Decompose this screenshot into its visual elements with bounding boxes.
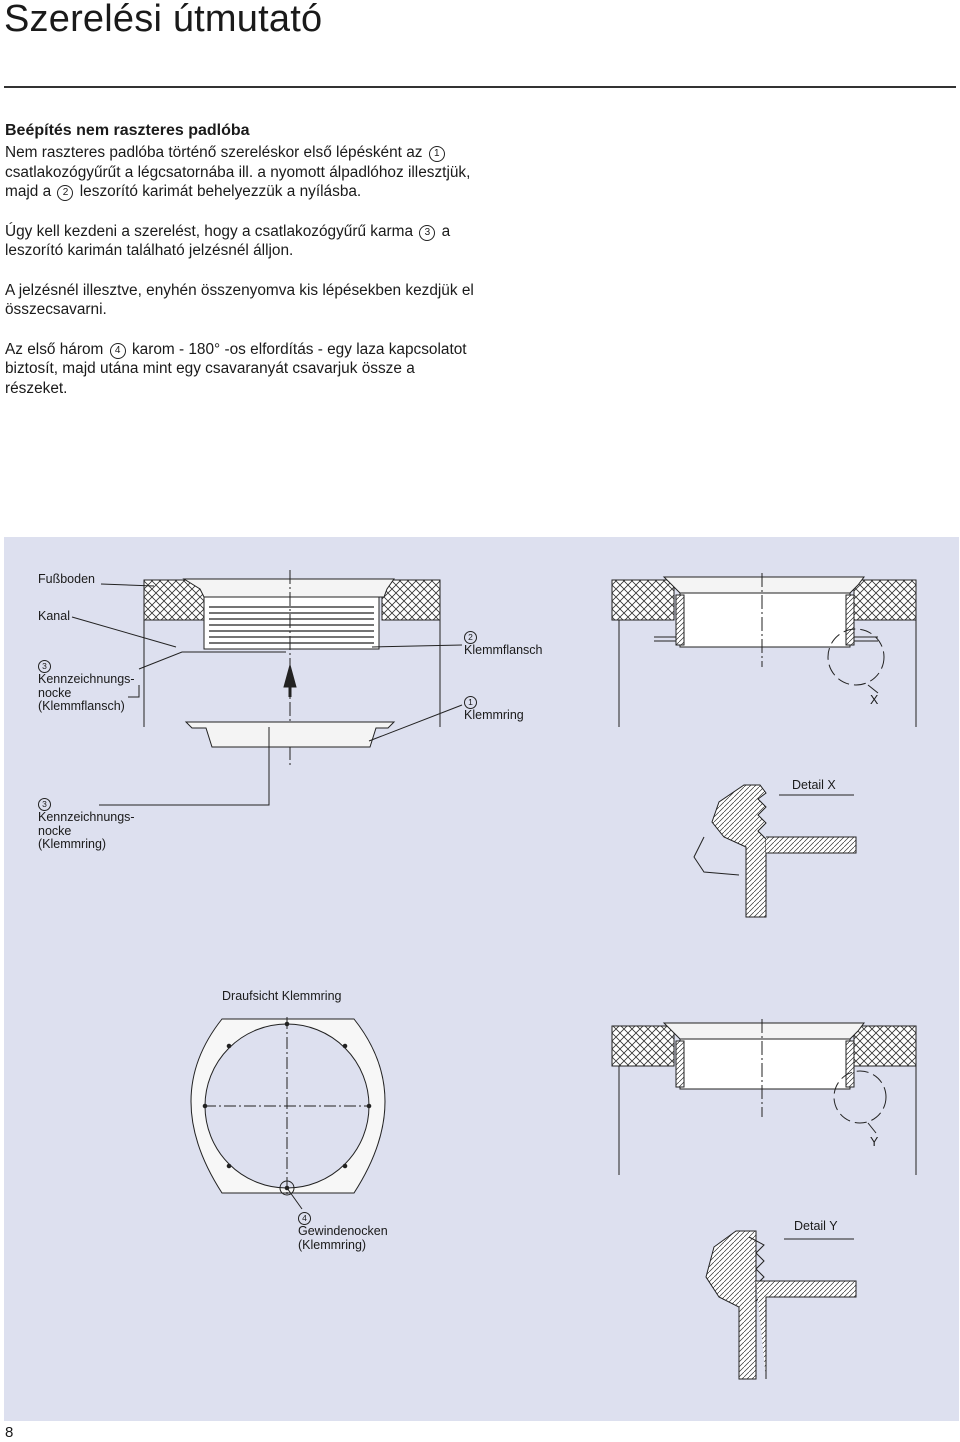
klemmring-text: Klemmring [464,708,524,722]
kenn2-line3: (Klemmring) [38,837,107,851]
page-number: 8 [5,1424,14,1441]
kenn1-line3: (Klemmflansch) [38,699,125,713]
circled-number-4: 4 [109,342,126,359]
label-detail-x: Detail X [792,778,836,792]
label-kanal: Kanal [38,609,70,623]
paragraph-4: Az első három 4 karom - 180° -os elfordí… [5,340,475,399]
label-y: Y [870,1135,879,1149]
circled-number-2: 2 [57,185,74,201]
circled-number-1: 1 [428,146,445,162]
paragraph-3: A jelzésnél illesztve, enyhén összenyomv… [5,281,474,319]
label-draufsicht-klemmring: Draufsicht Klemmring [222,989,342,1003]
page-title: Szerelési útmutató [4,0,323,40]
section-heading: Beépítés nem raszteres padlóba [5,122,250,139]
p1-text-b: csatlakozógyűrűt a légcsatornába ill. a … [5,163,471,201]
paragraph-1: Nem raszteres padlóba történő szerelésko… [5,143,475,202]
detail-x-drawing [693,784,857,918]
p2-text-a: Úgy kell kezdeni a szerelést, hogy a csa… [5,222,414,240]
kenn2-line1: Kennzeichnungs- [38,810,135,824]
p4-text-a: Az első három [5,340,104,358]
p1-text-c: leszorító karimát behelyezzük a nyílásba… [79,183,362,200]
label-detail-y: Detail Y [794,1219,838,1233]
technical-drawing [71,570,917,1380]
installation-diagram-panel: Fußboden Kanal 3 Kennzeichnungs- nocke (… [4,537,959,1421]
kenn2-line2: nocke [38,823,72,838]
kenn1-line2: nocke [38,685,72,700]
top-view-klemmring [190,1017,386,1210]
label-gewindenocken: 4 Gewindenocken (Klemmring) [298,1211,388,1252]
label-klemmring: 1 Klemmring [464,695,524,723]
label-kennzeichnungsnocke-klemmring: 3 Kennzeichnungs- nocke (Klemmring) [38,797,135,852]
label-kennzeichnungsnocke-klemmflansch: 3 Kennzeichnungs- nocke (Klemmflansch) [38,659,135,714]
kenn1-line1: Kennzeichnungs- [38,672,135,686]
instructions: Beépítés nem raszteres padlóba Nem raszt… [5,120,475,418]
gewinde-line1: Gewindenocken [298,1224,388,1238]
label-klemmflansch: 2 Klemmflansch [464,630,543,658]
p1-text-a: Nem raszteres padlóba történő szerelésko… [5,144,423,161]
detail-y-drawing [705,1230,857,1380]
p4-text-b: karom - 180° -os elfordítás - egy laza k… [5,340,467,397]
installed-section-x [611,573,917,727]
title-rule [4,86,956,88]
gewinde-line2: (Klemmring) [298,1237,367,1252]
label-fussboden: Fußboden [38,572,95,586]
paragraph-2: Úgy kell kezdeni a szerelést, hogy a csa… [5,222,475,261]
p2-text-b: a leszorító karimán található jelzésnél … [5,222,451,260]
label-x: X [870,693,879,707]
exploded-view [71,570,463,767]
installed-section-y [611,1019,917,1175]
circled-number-3: 3 [419,224,436,241]
klemmflansch-text: Klemmflansch [464,643,543,657]
